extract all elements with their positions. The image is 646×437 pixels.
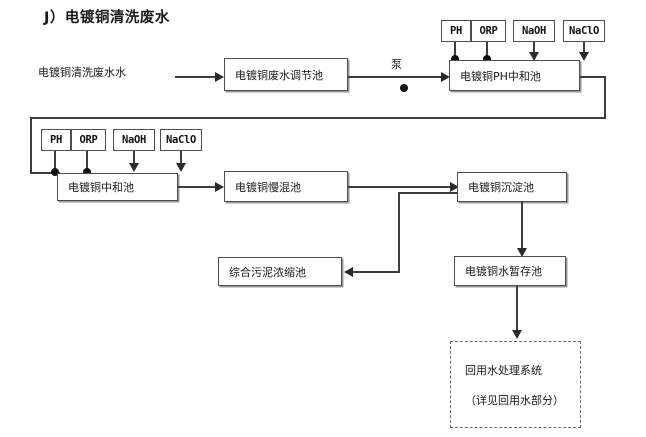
droplink-ph-top — [454, 42, 456, 59]
dosing-line-naclo-mid — [180, 151, 182, 165]
diagram-title: J）电镀铜清洗废水 — [44, 10, 170, 26]
node-reuse-water-system: 回用水处理系统 （详见回用水部分） — [450, 341, 581, 428]
chem-orp-top-label: ORP — [479, 25, 498, 37]
node-slow-mixing-tank-label: 电镀铜慢混池 — [235, 180, 301, 194]
connector-sludge-tap — [398, 192, 458, 194]
droplink-orp-top — [486, 42, 488, 59]
dosing-line-naoh-mid — [133, 151, 135, 165]
chem-naclo-top: NaClO — [563, 20, 605, 42]
node-reuse-water-system-label: 回用水处理系统 — [465, 363, 542, 377]
node-reuse-water-system-sublabel: （详见回用水部分） — [465, 393, 564, 407]
chem-orp-mid-label: ORP — [79, 134, 98, 146]
connector-wrap-into-neutralization — [30, 172, 60, 174]
node-sludge-thickening-tank-label: 综合污泥浓缩池 — [229, 265, 306, 279]
arrowhead-storage — [517, 248, 527, 257]
connector-storage-to-reuse — [516, 286, 518, 332]
connector-sludge-down — [398, 192, 400, 272]
chem-ph-top-label: PH — [449, 25, 463, 37]
node-ph-neutralization-tank: 电镀铜PH中和池 — [449, 60, 580, 91]
chem-naclo-mid: NaClO — [160, 129, 202, 151]
connector-sedimentation-to-storage — [521, 202, 523, 250]
chem-naclo-mid-label: NaClO — [165, 134, 197, 146]
node-sedimentation-tank-label: 电镀铜沉淀池 — [468, 181, 534, 194]
node-neutralization-tank: 电镀铜中和池 — [57, 173, 178, 201]
chem-orp-mid: ORP — [71, 129, 106, 151]
probe-dot-orp-mid — [83, 168, 91, 176]
arrowhead-reuse — [512, 330, 522, 339]
chem-ph-mid-label: PH — [49, 134, 63, 146]
probe-dot-orp-top — [483, 55, 491, 63]
connector-regulating-to-phneutral — [348, 76, 444, 78]
node-regulating-tank-label: 电镀铜废水调节池 — [235, 68, 323, 82]
chem-naclo-top-label: NaClO — [568, 25, 600, 37]
arrowhead-naclo-top — [579, 52, 589, 61]
pump-label: 泵 — [391, 58, 402, 71]
droplink-ph-mid — [54, 151, 56, 173]
node-slow-mixing-tank: 电镀铜慢混池 — [224, 171, 348, 202]
chem-naoh-mid: NaOH — [113, 129, 155, 151]
node-sludge-thickening-tank: 综合污泥浓缩池 — [218, 257, 342, 286]
arrowhead-inlet — [215, 72, 224, 82]
droplink-orp-mid — [86, 151, 88, 173]
node-water-storage-tank: 电镀铜水暂存池 — [454, 256, 566, 286]
connector-wrap-seg-right — [580, 76, 606, 78]
connector-sludge-left — [352, 271, 400, 273]
connector-wrap-seg-left-down — [30, 117, 32, 173]
chem-naoh-top-label: NaOH — [521, 25, 547, 37]
node-regulating-tank: 电镀铜废水调节池 — [224, 58, 348, 91]
connector-wrap-seg-down — [604, 76, 606, 118]
connector-wrap-seg-across — [30, 117, 606, 119]
arrowhead-sedimentation — [450, 182, 459, 192]
arrowhead-slowmix — [215, 182, 224, 192]
connector-neutralization-to-slowmix — [178, 186, 217, 188]
arrowhead-naoh-top — [529, 52, 539, 61]
node-sedimentation-tank: 电镀铜沉淀池 — [457, 172, 567, 202]
arrowhead-naoh-mid — [129, 163, 139, 172]
connector-inlet-to-regulating — [175, 76, 217, 78]
arrowhead-sludge — [344, 267, 353, 277]
node-water-storage-tank-label: 电镀铜水暂存池 — [465, 265, 542, 278]
chem-naoh-top: NaOH — [513, 20, 555, 42]
chem-ph-top: PH — [441, 20, 471, 42]
probe-dot-ph-mid — [51, 168, 59, 176]
connector-slowmix-to-sedimentation — [348, 186, 453, 188]
dosing-line-naoh-top — [533, 42, 535, 54]
node-neutralization-tank-label: 电镀铜中和池 — [68, 181, 134, 194]
pump-node-dot — [400, 84, 408, 92]
probe-dot-ph-top — [451, 55, 459, 63]
node-ph-neutralization-tank-label: 电镀铜PH中和池 — [460, 69, 541, 83]
dosing-line-naclo-top — [583, 42, 585, 54]
inlet-label: 电镀铜清洗废水水 — [38, 66, 126, 79]
chem-ph-mid: PH — [41, 129, 71, 151]
chem-orp-top: ORP — [471, 20, 506, 42]
arrowhead-naclo-mid — [176, 163, 186, 172]
arrowhead-phneutral — [441, 72, 450, 82]
chem-naoh-mid-label: NaOH — [121, 134, 147, 146]
